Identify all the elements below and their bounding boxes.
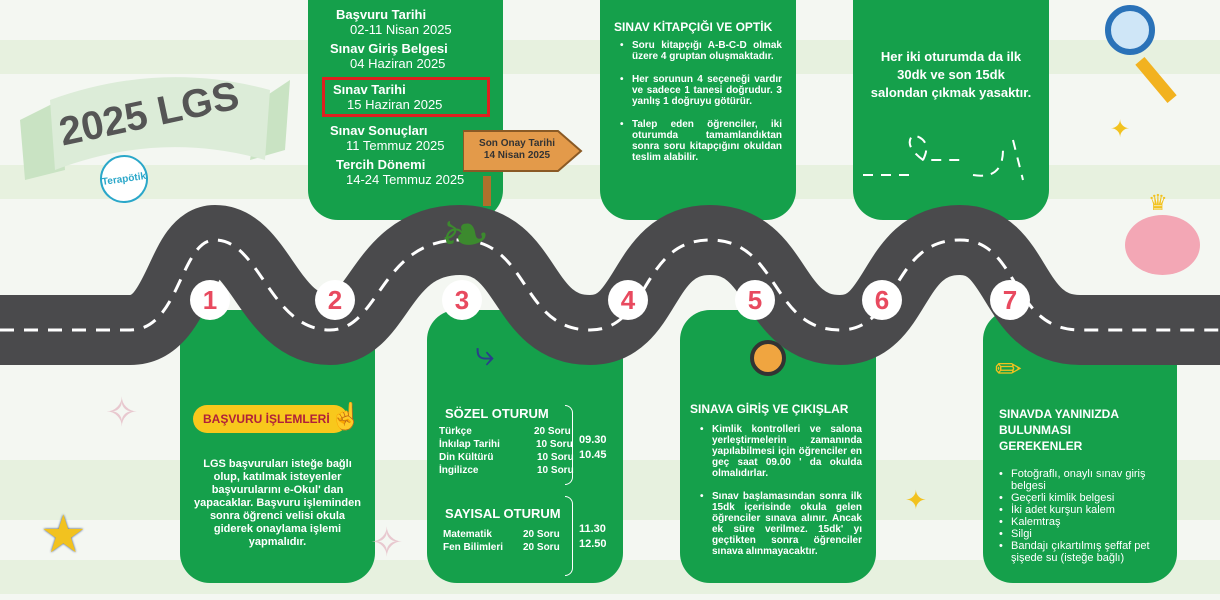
sparkle-icon: ✦ bbox=[1110, 116, 1131, 143]
p7-title: SINAVDA YANINIZDA BULUNMASI GEREKENLER bbox=[999, 407, 1119, 453]
ribbon-banner bbox=[20, 77, 290, 180]
stopwatch-icon bbox=[750, 340, 786, 376]
magnifier-icon bbox=[1105, 5, 1155, 55]
p2-date-5: 14-24 Temmuz 2025 bbox=[346, 172, 465, 187]
panel-6: Her iki oturumda da ilk 30dk ve son 15dk… bbox=[853, 0, 1049, 220]
s-row-2-count: 10 Soru bbox=[536, 439, 573, 450]
p2-head-3: Sınav Tarihi bbox=[333, 82, 406, 97]
crown-icon: ♛ bbox=[1148, 190, 1168, 215]
p2-date-4: 11 Temmuz 2025 bbox=[346, 138, 445, 153]
p4-item-1: Soru kitapçığı A-B-C-D olmak üzere 4 gru… bbox=[620, 40, 782, 62]
pencil-icon: ✏ bbox=[995, 351, 1022, 387]
n-title: SAYISAL OTURUM bbox=[445, 506, 561, 521]
p5-item-1: Kimlik kontrolleri ve salona yerleştirme… bbox=[700, 424, 862, 479]
sparkle-icon-3: ✧ bbox=[105, 391, 139, 435]
signpost bbox=[463, 130, 583, 172]
p6-text: Her iki oturumda da ilk 30dk ve son 15dk… bbox=[870, 49, 1032, 100]
p4-title: SINAV KİTAPÇIĞI VE OPTİK bbox=[614, 20, 773, 34]
sign-line-1: Son Onay Tarihi bbox=[479, 138, 555, 149]
arrow-icon: ⤷ bbox=[475, 335, 495, 373]
p1-tag-label: BAŞVURU İŞLEMLERİ bbox=[203, 412, 330, 426]
s-row-3-name: Din Kültürü bbox=[439, 452, 494, 463]
s-row-4-count: 10 Soru bbox=[537, 465, 574, 476]
s-time-2: 10.45 bbox=[579, 449, 607, 461]
step-1: 1 bbox=[190, 280, 230, 320]
p7-item-5: Silgi bbox=[999, 528, 1167, 540]
p7-item-4: Kalemtraş bbox=[999, 516, 1167, 528]
p5-title: SINAVA GİRİŞ VE ÇIKIŞLAR bbox=[690, 402, 849, 416]
p2-head-5: Tercih Dönemi bbox=[336, 157, 426, 172]
p2-highlight-box: Sınav Tarihi 15 Haziran 2025 bbox=[322, 77, 490, 117]
s-brace bbox=[565, 405, 573, 485]
p2-date-2: 04 Haziran 2025 bbox=[350, 56, 446, 71]
p2-date-1: 02-11 Nisan 2025 bbox=[350, 22, 452, 37]
brain-icon bbox=[1125, 215, 1200, 275]
panel-1: LGS başvuruları isteğe bağlı olup, katıl… bbox=[180, 310, 375, 583]
n-time-2: 12.50 bbox=[579, 538, 607, 550]
n-row-1-count: 20 Soru bbox=[523, 529, 560, 540]
sign-pole bbox=[483, 176, 491, 206]
step-3: 3 bbox=[442, 280, 482, 320]
panel-4: SINAV KİTAPÇIĞI VE OPTİK Soru kitapçığı … bbox=[600, 0, 796, 220]
panel-3: SÖZEL OTURUM Türkçe 20 Soru İnkılap Tarih… bbox=[427, 310, 623, 583]
n-row-1-name: Matematik bbox=[443, 529, 492, 540]
p2-head-4: Sınav Sonuçları bbox=[330, 123, 428, 138]
n-row-2-count: 20 Soru bbox=[523, 542, 560, 553]
step-6: 6 bbox=[862, 280, 902, 320]
sparkle-icon-4: ✧ bbox=[370, 521, 404, 565]
n-brace bbox=[565, 496, 573, 576]
sign-line-2: 14 Nisan 2025 bbox=[483, 150, 551, 161]
p7-item-6: Bandajı çıkartılmış şeffaf pet şişede su… bbox=[999, 540, 1167, 564]
p5-item-2: Sınav başlamasından sonra ilk 15dk içeri… bbox=[700, 491, 862, 557]
p7-item-1: Fotoğraflı, onaylı sınav giriş belgesi bbox=[999, 468, 1167, 492]
p4-item-2: Her sorunun 4 seçeneği vardır ve sadece … bbox=[620, 74, 782, 107]
pointer-hand-icon: ☝ bbox=[329, 401, 362, 431]
s-row-1-count: 20 Soru bbox=[534, 426, 571, 437]
p7-item-3: İki adet kurşun kalem bbox=[999, 504, 1167, 516]
step-5: 5 bbox=[735, 280, 775, 320]
star-icon: ★ bbox=[40, 506, 87, 564]
s-time-1: 09.30 bbox=[579, 434, 607, 446]
p7-item-2: Geçerli kimlik belgesi bbox=[999, 492, 1167, 504]
p4-item-3: Talep eden öğrenciler, iki oturumda tama… bbox=[620, 119, 782, 163]
n-row-2-name: Fen Bilimleri bbox=[443, 542, 504, 553]
p2-head-2: Sınav Giriş Belgesi bbox=[330, 41, 448, 56]
p2-head-1: Başvuru Tarihi bbox=[336, 7, 427, 22]
s-row-2-name: İnkılap Tarihi bbox=[439, 439, 500, 450]
step-4: 4 bbox=[608, 280, 648, 320]
sparkle-icon-2: ✦ bbox=[905, 485, 927, 515]
p1-text: LGS başvuruları isteğe bağlı olup, katıl… bbox=[194, 458, 361, 548]
logo-text: Terapötik bbox=[101, 170, 147, 188]
s-title: SÖZEL OTURUM bbox=[445, 406, 549, 421]
step-2: 2 bbox=[315, 280, 355, 320]
step-7: 7 bbox=[990, 280, 1030, 320]
n-time-1: 11.30 bbox=[579, 523, 606, 535]
dashed-decoration bbox=[863, 133, 1024, 181]
s-row-3-count: 10 Soru bbox=[537, 452, 574, 463]
leaf-icon: ❧ bbox=[440, 201, 491, 268]
p2-date-3: 15 Haziran 2025 bbox=[347, 97, 443, 112]
s-row-4-name: İngilizce bbox=[439, 465, 479, 476]
panel-2: Başvuru Tarihi 02-11 Nisan 2025 Sınav Gi… bbox=[308, 0, 503, 220]
p1-tag: BAŞVURU İŞLEMLERİ ☝ bbox=[193, 401, 362, 433]
s-row-1-name: Türkçe bbox=[439, 426, 472, 437]
